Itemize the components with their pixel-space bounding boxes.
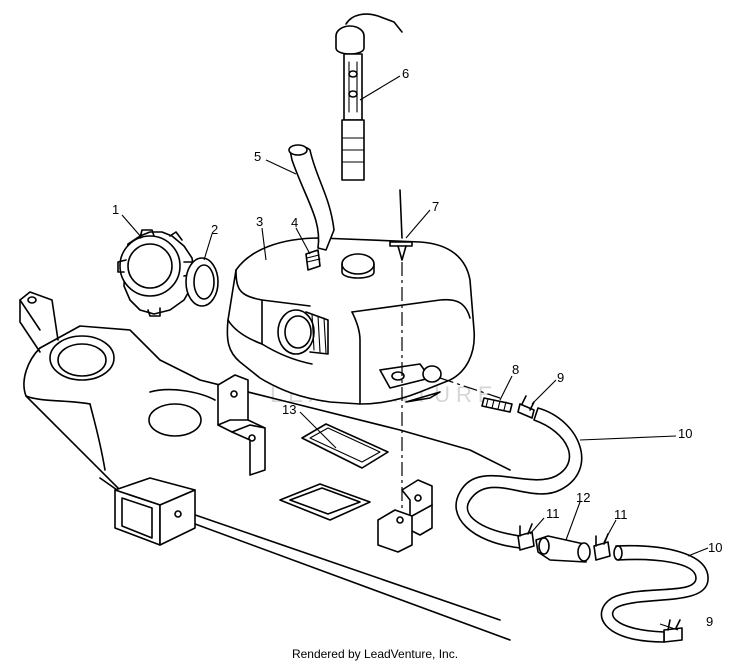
callout-leaders (121, 75, 709, 631)
callout-1: 1 (112, 202, 119, 217)
vent-hose (288, 144, 335, 251)
footer-credit: Rendered by LeadVenture, Inc. (291, 647, 459, 661)
fuel-filter (535, 535, 591, 563)
fuel-gauge-sender (335, 13, 403, 181)
cap-gasket (185, 257, 219, 307)
callout-6: 6 (402, 66, 409, 81)
callout-10b: 10 (708, 540, 722, 555)
fuel-hose-lower (600, 544, 709, 643)
tank-pad (301, 423, 389, 469)
callout-7: 7 (432, 199, 439, 214)
mounting-bracket-left (217, 374, 266, 476)
retaining-pin (389, 189, 413, 261)
callout-11a: 11 (546, 506, 560, 521)
hose-clamp-11-left (517, 523, 535, 551)
hose-clamp-lower (663, 619, 683, 643)
callout-8: 8 (512, 362, 519, 377)
callout-12: 12 (576, 490, 590, 505)
mounting-bracket-right (377, 479, 433, 553)
fuel-tank (226, 237, 475, 405)
callout-3: 3 (256, 214, 263, 229)
fuel-fitting (481, 397, 513, 413)
outlet-centerline (439, 377, 501, 399)
vent-fitting (305, 249, 321, 271)
hitch-receiver (114, 477, 196, 546)
callout-9b: 9 (706, 614, 713, 629)
hose-clamp-upper (517, 395, 535, 419)
callout-11b: 11 (614, 507, 628, 522)
callout-13: 13 (282, 402, 296, 417)
callout-5: 5 (254, 149, 261, 164)
hose-clamp-11-right (593, 533, 611, 561)
fuel-hose-upper (455, 407, 583, 549)
callout-2: 2 (211, 222, 218, 237)
fuel-cap (117, 229, 195, 317)
callout-10a: 10 (678, 426, 692, 441)
callout-4: 4 (291, 215, 298, 230)
callout-9a: 9 (557, 370, 564, 385)
